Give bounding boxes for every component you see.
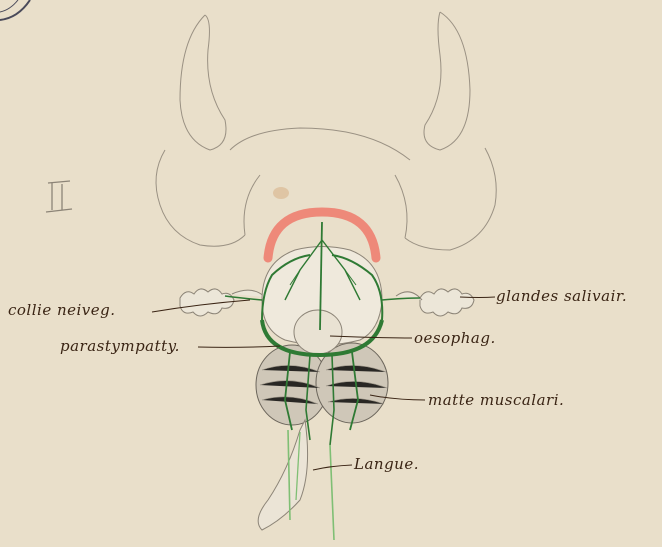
label-langue: Langue. [354,455,419,473]
label-parasympathique: parastympatty. [60,337,180,355]
label-glandes-salivaires: glandes salivair. [496,287,627,305]
label-oesophage: oesophag. [414,329,496,347]
stain-spot [273,187,289,199]
label-collier-nerveux: collie neiveg. [8,301,116,319]
label-masse-musculaire: matte muscalari. [428,391,564,409]
oesophagus-ring [294,310,342,354]
